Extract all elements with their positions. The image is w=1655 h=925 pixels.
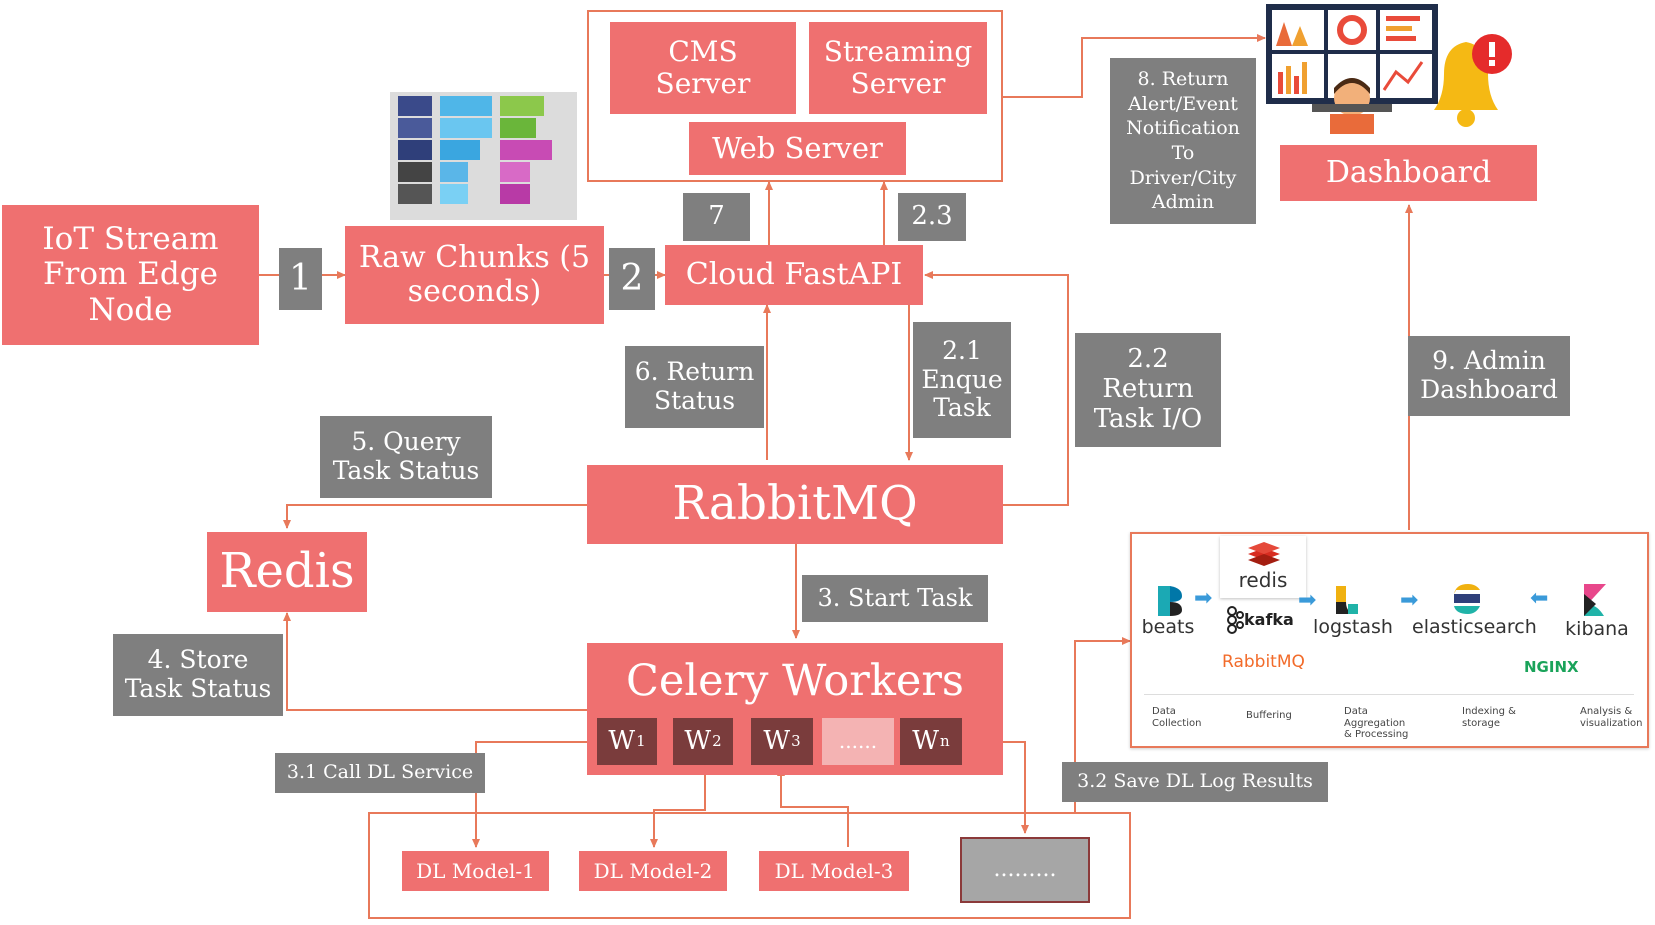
dl-models-frame <box>368 812 1131 919</box>
kafka-label: kafka <box>1244 610 1294 629</box>
streaming-server-node[interactable]: Streaming Server <box>809 22 987 114</box>
beats-icon <box>1156 584 1184 618</box>
web-tier-frame <box>587 10 1003 182</box>
step-3-label: 3. Start Task <box>802 575 988 622</box>
step-2-3-label: 2.3 <box>898 193 966 241</box>
alert-bell-icon <box>1418 30 1518 128</box>
redis-logo-text: redis <box>1238 568 1288 592</box>
rabbitmq-node[interactable]: RabbitMQ <box>587 465 1003 544</box>
kafka-icon <box>1224 606 1244 634</box>
step-4-label: 4. Store Task Status <box>113 634 283 716</box>
monitoring-dashboard-icon <box>1262 2 1442 134</box>
file-chunks-icon <box>390 92 577 220</box>
dl-model-1-node[interactable]: DL Model-1 <box>402 851 549 891</box>
step-5-label: 5. Query Task Status <box>320 416 492 498</box>
step-2-2-label: 2.2 Return Task I/O <box>1075 333 1221 447</box>
stage-data-collection: Data Collection <box>1152 706 1202 729</box>
stage-analysis: Analysis & visualization <box>1580 706 1643 729</box>
arrow-kibana-elasticsearch: ⬅ <box>1530 586 1549 611</box>
cloud-fastapi-node[interactable]: Cloud FastAPI <box>665 245 923 305</box>
logstash-icon <box>1332 584 1362 616</box>
redis-logo: redis <box>1220 536 1306 598</box>
elasticsearch-label: elasticsearch <box>1412 616 1537 638</box>
stage-aggregation: Data Aggregation & Processing <box>1344 706 1409 740</box>
redis-node[interactable]: Redis <box>207 532 367 612</box>
web-server-node[interactable]: Web Server <box>689 122 906 175</box>
dl-model-3-node[interactable]: DL Model-3 <box>759 851 909 891</box>
arrow-rabbitmq-to-redis <box>283 504 587 529</box>
nginx-logo: NGINX <box>1524 658 1579 676</box>
elk-stack-panel[interactable]: redis beats ➡ kafka RabbitMQ ➡ logstash … <box>1130 532 1649 748</box>
elasticsearch-icon <box>1450 582 1482 616</box>
raw-chunks-node[interactable]: Raw Chunks (5 seconds) <box>345 226 604 324</box>
arrow-kafka-logstash: ➡ <box>1298 588 1317 613</box>
step-3-2-label: 3.2 Save DL Log Results <box>1062 762 1328 802</box>
elk-divider <box>1144 694 1634 695</box>
step-2-label: 2 <box>609 248 655 310</box>
step-9-label: 9. Admin Dashboard <box>1408 336 1570 416</box>
cms-server-node[interactable]: CMS Server <box>610 22 796 114</box>
iot-stream-node[interactable]: IoT Stream From Edge Node <box>2 205 259 345</box>
kibana-icon <box>1582 582 1608 618</box>
step-7-label: 7 <box>683 193 750 241</box>
stage-buffering: Buffering <box>1246 710 1292 721</box>
dl-model-2-node[interactable]: DL Model-2 <box>579 851 727 891</box>
step-8-label: 8. Return Alert/Event Notification To Dr… <box>1110 58 1256 224</box>
rabbitmq-logo: RabbitMQ <box>1222 652 1305 672</box>
worker-more[interactable]: ...... <box>822 718 894 765</box>
step-6-label: 6. Return Status <box>625 346 764 428</box>
stage-indexing: Indexing & storage <box>1462 706 1516 729</box>
celery-workers-title: Celery Workers <box>626 656 964 706</box>
logstash-label: logstash <box>1313 616 1393 638</box>
arrow-beats-kafka: ➡ <box>1194 586 1213 611</box>
step-2-1-label: 2.1 Enque Task <box>913 322 1011 438</box>
kibana-label: kibana <box>1565 618 1629 640</box>
step-3-1-label: 3.1 Call DL Service <box>275 753 485 793</box>
beats-label: beats <box>1141 616 1195 638</box>
step-1-label: 1 <box>279 248 322 310</box>
arrow-celery-to-redis <box>283 612 587 711</box>
arrow-logstash-elasticsearch: ➡ <box>1400 588 1419 613</box>
dl-more-node[interactable]: ......... <box>960 837 1090 903</box>
dashboard-node[interactable]: Dashboard <box>1280 145 1537 201</box>
